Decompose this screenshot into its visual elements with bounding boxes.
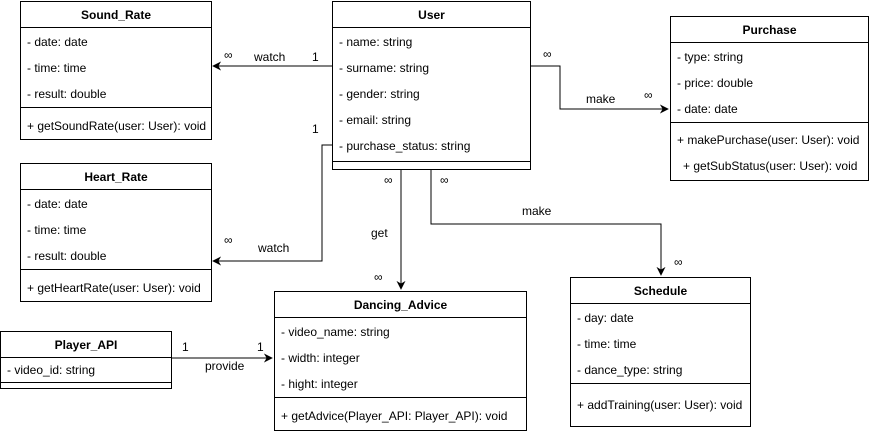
- multiplicity-label: ∞: [644, 88, 653, 102]
- class-sound-rate[interactable]: Sound_Rate - date: date - time: time - r…: [20, 1, 212, 140]
- attribute: - video_name: string: [281, 325, 390, 339]
- attribute: - surname: string: [339, 61, 430, 75]
- attribute: - width: integer: [281, 351, 360, 365]
- attribute-list: - video_id: string: [1, 358, 171, 383]
- operation-list: + getSoundRate(user: User): void: [21, 108, 211, 139]
- attribute: - time: time: [577, 337, 637, 351]
- class-title: Dancing_Advice: [275, 292, 526, 318]
- multiplicity-label: 1: [312, 122, 319, 136]
- association-label: make: [586, 92, 616, 106]
- operation: + getHeartRate(user: User): void: [27, 281, 201, 295]
- class-title: User: [333, 2, 530, 28]
- operation: + makePurchase(user: User): void: [677, 133, 860, 147]
- multiplicity-label: ∞: [440, 173, 449, 187]
- multiplicity-label: ∞: [543, 47, 552, 61]
- attribute-list: - day: date - time: time - dance_type: s…: [571, 304, 750, 384]
- attribute: - date: date: [27, 197, 88, 211]
- operation-list: + addTraining(user: User): void: [571, 384, 750, 418]
- multiplicity-label: ∞: [224, 233, 233, 247]
- attribute: - result: double: [27, 87, 107, 101]
- class-title: Heart_Rate: [21, 164, 211, 190]
- multiplicity-label: ∞: [384, 173, 393, 187]
- multiplicity-label: 1: [182, 340, 189, 354]
- attribute: - day: date: [577, 311, 634, 325]
- class-dancing-advice[interactable]: Dancing_Advice - video_name: string - wi…: [274, 291, 527, 431]
- class-title: Schedule: [571, 278, 750, 304]
- attribute-list: - type: string - price: double - date: d…: [671, 43, 868, 123]
- multiplicity-label: 1: [257, 340, 264, 354]
- multiplicity-label: ∞: [674, 255, 683, 269]
- attribute: - time: time: [27, 61, 87, 75]
- association-label: watch: [258, 241, 290, 255]
- attribute-list: - name: string - surname: string - gende…: [333, 28, 530, 162]
- multiplicity-label: ∞: [374, 270, 383, 284]
- attribute: - type: string: [677, 50, 744, 64]
- operation-list: + makePurchase(user: User): void + getSu…: [671, 123, 868, 179]
- operation: + getSubStatus(user: User): void: [683, 159, 858, 173]
- association-label: watch: [254, 50, 286, 64]
- edge-user-purchase: [531, 65, 669, 114]
- edge-user-schedule: [430, 170, 666, 276]
- class-purchase[interactable]: Purchase - type: string - price: double …: [670, 16, 869, 181]
- edge-user-heart-rate: [212, 144, 332, 266]
- attribute: - email: string: [339, 113, 412, 127]
- class-schedule[interactable]: Schedule - day: date - time: time - danc…: [570, 277, 751, 427]
- attribute: - date: date: [27, 35, 88, 49]
- attribute: - date: date: [677, 102, 738, 116]
- attribute: - gender: string: [339, 87, 420, 101]
- class-heart-rate[interactable]: Heart_Rate - date: date - time: time - r…: [20, 163, 212, 302]
- attribute: - video_id: string: [7, 363, 96, 377]
- attribute: - price: double: [677, 76, 754, 90]
- attribute-list: - date: date - time: time - result: doub…: [21, 28, 211, 108]
- multiplicity-label: ∞: [224, 48, 233, 62]
- class-title: Player_API: [1, 332, 171, 358]
- attribute: - result: double: [27, 249, 107, 263]
- operation: + addTraining(user: User): void: [577, 398, 743, 412]
- class-title: Sound_Rate: [21, 2, 211, 28]
- operation: + getSoundRate(user: User): void: [27, 119, 207, 133]
- attribute-list: - video_name: string - width: integer - …: [275, 318, 526, 398]
- class-user[interactable]: User - name: string - surname: string - …: [332, 1, 531, 170]
- attribute: - time: time: [27, 223, 87, 237]
- attribute: - hight: integer: [281, 377, 358, 391]
- attribute-list: - date: date - time: time - result: doub…: [21, 190, 211, 270]
- multiplicity-label: 1: [312, 50, 319, 64]
- association-label: get: [371, 226, 388, 240]
- operation-list: + getAdvice(Player_API: Player_API): voi…: [275, 398, 526, 429]
- operation-list: + getHeartRate(user: User): void: [21, 270, 211, 301]
- attribute: - dance_type: string: [577, 363, 683, 377]
- class-player-api[interactable]: Player_API - video_id: string: [0, 331, 172, 389]
- association-label: make: [522, 204, 552, 218]
- attribute: - purchase_status: string: [339, 139, 471, 153]
- association-label: provide: [205, 359, 245, 373]
- attribute: - name: string: [339, 35, 413, 49]
- operation: + getAdvice(Player_API: Player_API): voi…: [281, 409, 508, 423]
- class-title: Purchase: [671, 17, 868, 43]
